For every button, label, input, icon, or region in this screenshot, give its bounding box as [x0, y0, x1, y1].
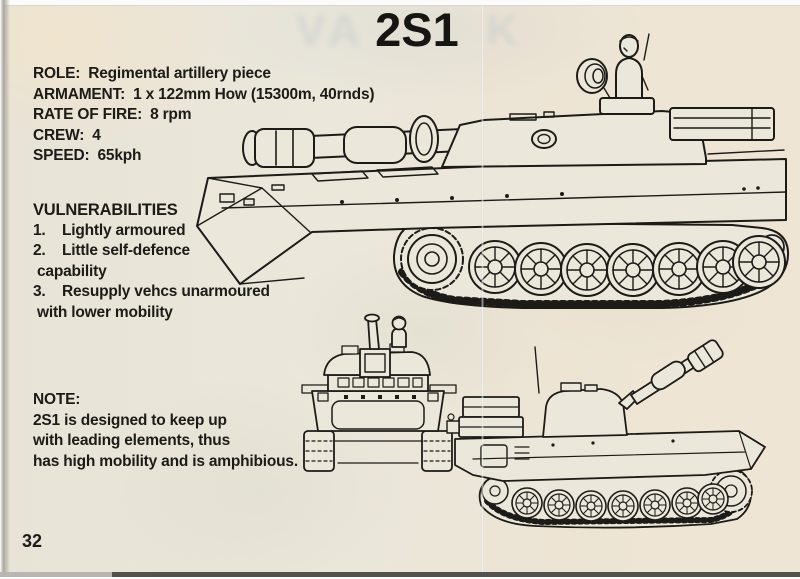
page-right-tint: [484, 0, 800, 579]
spec-value: 8 rpm: [150, 106, 192, 124]
spec-value: Regimental artillery piece: [88, 65, 271, 82]
item-text: Lightly armoured: [62, 221, 186, 239]
item-number: 2.: [33, 242, 46, 260]
spec-label: CREW:: [33, 126, 85, 144]
vulnerability-item: 1. Lightly armoured: [33, 221, 270, 242]
item-number: 3.: [33, 283, 46, 301]
note-line: has high mobility and is amphibious.: [33, 452, 298, 470]
scan-edge-top: [0, 0, 800, 6]
page-fold-crease: [481, 0, 484, 579]
item-text: Resupply vehcs unarmoured: [62, 283, 270, 301]
drive-sprocket: [400, 227, 464, 291]
note-heading: NOTE:: [33, 391, 81, 408]
spec-value: 65kph: [97, 147, 142, 165]
front-commander-figure: [391, 315, 407, 348]
spec-row-speed: SPEED: 65kph: [33, 146, 374, 167]
vulnerability-item: 2. Little self-defence: [33, 241, 270, 262]
note-section: NOTE: 2S1 is designed to keep up with le…: [33, 390, 298, 472]
vulnerabilities-heading: VULNERABILITIES: [33, 201, 178, 219]
scan-edge-bottom-white: [0, 577, 800, 579]
scan-edge-bottom-light: [0, 572, 112, 577]
spec-label: ARMAMENT:: [33, 85, 126, 103]
spec-row-armament: ARMAMENT: 1 x 122mm How (15300m, 40rnds): [33, 85, 375, 106]
item-text-continuation: capability: [37, 262, 107, 280]
spec-list: ROLE: Regimental artillery piece ARMAMENT…: [33, 64, 375, 167]
page-number: 32: [22, 531, 43, 551]
spec-row-crew: CREW: 4: [33, 126, 374, 147]
spec-label: SPEED:: [33, 147, 90, 165]
item-number: 1.: [33, 221, 46, 239]
spec-value: 1 x 122mm How (15300m, 40rnds): [133, 85, 375, 103]
front-hull: [301, 384, 457, 432]
spec-row-rate-of-fire: RATE OF FIRE: 8 rpm: [33, 105, 374, 126]
front-tracks: [303, 430, 453, 472]
spec-label: ROLE:: [33, 65, 81, 82]
spec-label: RATE OF FIRE:: [33, 106, 143, 124]
spec-row-role: ROLE: Regimental artillery piece: [33, 64, 374, 85]
howitzer-front-view-illustration: [301, 313, 457, 472]
item-text: Little self-defence: [62, 242, 190, 260]
barrel-clamp-ring: [409, 115, 439, 163]
scan-edge-bottom-dark: [112, 572, 800, 577]
spec-value: 4: [92, 126, 101, 144]
scan-edge-left: [0, 0, 10, 579]
front-vision-blocks: [327, 374, 429, 392]
front-turret: [323, 343, 431, 378]
note-line: with leading elements, thus: [33, 432, 230, 450]
front-gun-barrel: [364, 313, 380, 350]
note-line: 2S1 is designed to keep up: [33, 411, 227, 429]
vulnerabilities-section: VULNERABILITIES 1. Lightly armoured 2. Lit…: [33, 200, 270, 324]
page-title: 2S1: [375, 3, 459, 56]
vulnerability-item: 3. Resupply vehcs unarmoured: [33, 282, 270, 303]
item-text-continuation: with lower mobility: [37, 303, 173, 321]
